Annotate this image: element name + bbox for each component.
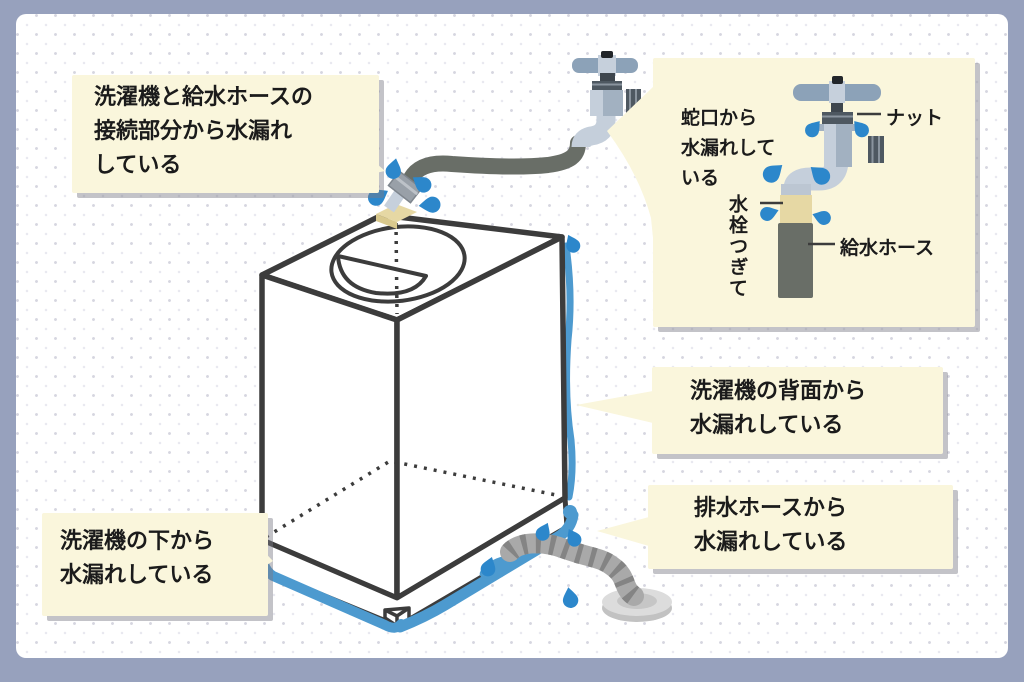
callout-line: 接続部分から水漏れ <box>94 118 293 143</box>
caption-line: 蛇口から <box>681 108 758 129</box>
faucet-handle <box>793 84 881 101</box>
callout-back-of-machine: 洗濯機の背面から 水漏れしている <box>652 367 943 454</box>
faucet-icon <box>783 76 884 192</box>
supply-hose-icon <box>778 223 813 298</box>
callout-line: 水漏れしている <box>60 562 214 587</box>
callout-supply-connection: 洗濯機と給水ホースの 接続部分から水漏れ している <box>72 75 379 193</box>
spout-collar <box>781 184 811 195</box>
callout-line: 洗濯機の背面から <box>690 378 867 403</box>
callout-under-machine: 洗濯機の下から 水漏れしている <box>42 513 268 616</box>
faucet-outlet <box>868 136 884 163</box>
caption-line: 水漏れして <box>681 138 776 159</box>
label-nut: ナット <box>886 108 944 129</box>
callout-line: 水漏れしている <box>690 412 844 437</box>
callout-line: 洗濯機と給水ホースの <box>94 84 313 109</box>
panel-faucet-leak-detail: 蛇口から 水漏れして いる ナット 水栓つぎて 給水ホース <box>653 58 975 327</box>
panel-caption: 蛇口から 水漏れして いる <box>681 104 775 194</box>
label-pointer-lines <box>760 112 881 246</box>
callout-drain-hose: 排水ホースから 水漏れしている <box>648 485 953 569</box>
callout-line: している <box>94 152 182 177</box>
callout-line: 水漏れしている <box>694 529 848 554</box>
faucet-nut <box>822 112 853 125</box>
callout-line: 排水ホースから <box>694 495 847 520</box>
faucet-connector <box>780 195 812 223</box>
label-faucet-connector: 水栓つぎて <box>726 194 747 299</box>
callout-line: 洗濯機の下から <box>60 528 215 553</box>
label-supply-hose: 給水ホース <box>840 238 935 259</box>
caption-line: いる <box>681 168 720 189</box>
